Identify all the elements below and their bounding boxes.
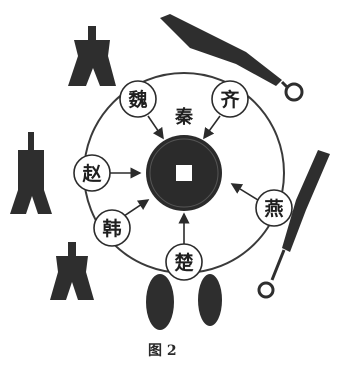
spade-coin-icon (68, 26, 116, 86)
state-label-chu: 楚 (174, 251, 193, 274)
spade-coin-icon (50, 242, 94, 300)
ban-liang-coin-icon (146, 135, 222, 211)
state-label-wei: 魏 (127, 88, 147, 111)
arrow-han (124, 200, 148, 216)
figure-caption: 图 2 (148, 343, 177, 359)
ant-nose-coin-icon (146, 274, 222, 330)
arrow-wei (148, 116, 163, 138)
state-node-qi: 齐 (212, 81, 248, 117)
state-node-zhao: 赵 (74, 155, 110, 191)
state-node-han: 韩 (94, 210, 130, 246)
arrow-yan (232, 184, 258, 200)
state-node-wei: 魏 (120, 81, 156, 117)
state-label-yan: 燕 (264, 197, 283, 220)
center-label: 秦 (174, 106, 194, 128)
arrow-qi (204, 116, 220, 138)
state-node-yan: 燕 (256, 190, 292, 226)
pointed-spade-coin-icon (10, 132, 52, 214)
state-label-zhao: 赵 (81, 162, 102, 185)
state-label-qi: 齐 (220, 88, 240, 111)
state-node-chu: 楚 (166, 244, 202, 280)
state-label-han: 韩 (102, 217, 121, 240)
